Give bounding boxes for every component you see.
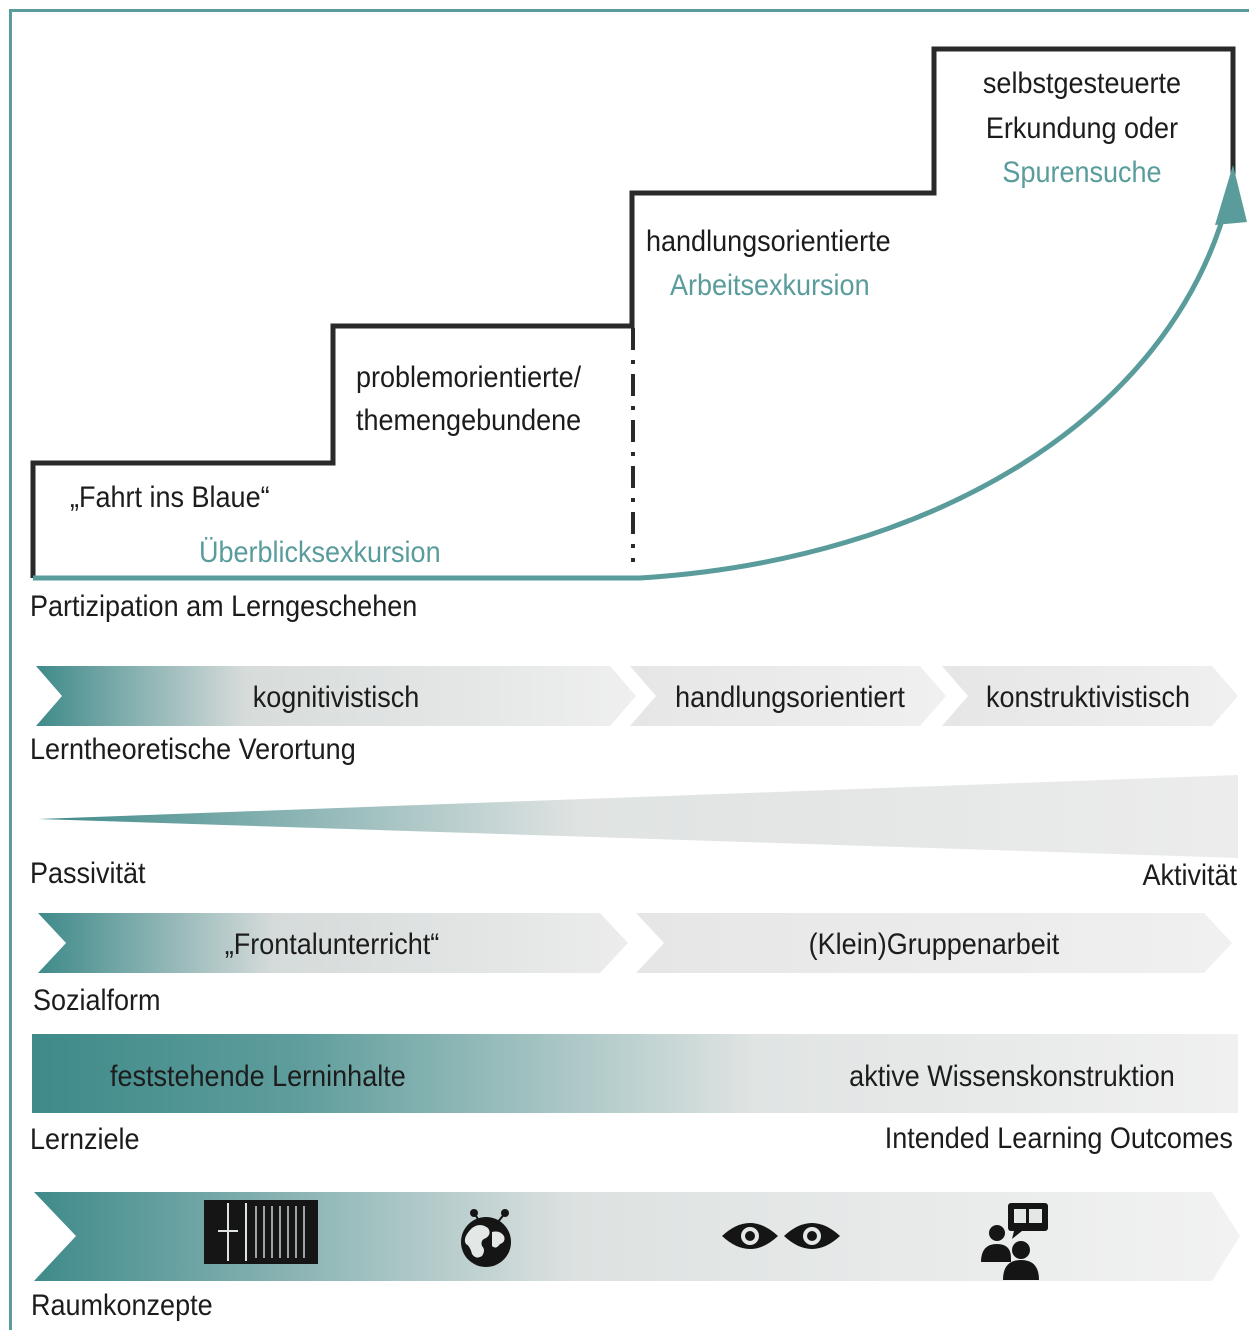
people-discussion-icon — [981, 1203, 1048, 1280]
participation-curve — [33, 199, 1231, 581]
step2-line1: problemorientierte/ — [356, 361, 582, 394]
chevron-gruppenarbeit — [636, 913, 1232, 973]
learning-goals-bar — [32, 1034, 1238, 1113]
space-concepts-arrow — [34, 1192, 1240, 1281]
goals-right-label: Intended Learning Outcomes — [884, 1122, 1233, 1155]
social-gruppenarbeit: (Klein)Gruppenarbeit — [808, 928, 1060, 961]
theory-handlungsorientiert: handlungsorientiert — [675, 681, 905, 714]
step4-line1: selbstgesteuerte — [982, 67, 1182, 100]
goals-right-text: aktive Wissenskonstruktion — [849, 1060, 1175, 1093]
step3-line1: handlungsorientierte — [646, 225, 891, 258]
frame-left-border — [9, 9, 12, 1330]
step1-title: „Fahrt ins Blaue“ — [70, 481, 270, 514]
chevron-handlungsorientiert — [630, 666, 946, 726]
theory-kognitivistisch: kognitivistisch — [252, 681, 420, 714]
chevron-frontalunterricht — [38, 913, 628, 973]
eyes-icon — [722, 1223, 840, 1249]
activity-label: Aktivität — [1142, 859, 1237, 892]
activity-wedge — [38, 775, 1238, 858]
staircase-outline — [30, 46, 1236, 578]
globe-icon — [461, 1209, 511, 1267]
space-concepts-label: Raumkonzepte — [31, 1289, 213, 1322]
chevron-konstruktivistisch — [942, 666, 1238, 726]
frame-top-border — [9, 9, 1249, 12]
step2-line2: themengebundene — [356, 404, 582, 437]
social-frontalunterricht: „Frontalunterricht“ — [224, 928, 440, 961]
goals-left-text: feststehende Lerninhalte — [110, 1060, 406, 1093]
container-icon — [204, 1200, 318, 1264]
participation-axis-label: Partizipation am Lerngeschehen — [30, 590, 418, 623]
learning-theory-label: Lerntheoretische Verortung — [30, 733, 356, 766]
step4-line2: Erkundung oder — [985, 112, 1179, 145]
goals-left-label: Lernziele — [30, 1123, 140, 1156]
social-form-label: Sozialform — [33, 984, 161, 1017]
theory-konstruktivistisch: konstruktivistisch — [985, 681, 1191, 714]
step1-excursion-type: Überblicksexkursion — [199, 536, 441, 569]
step4-excursion-type: Spurensuche — [1002, 156, 1162, 189]
chevron-kognitivistisch — [36, 666, 636, 726]
curve-arrowhead — [1215, 165, 1247, 225]
step3-excursion-type: Arbeitsexkursion — [670, 269, 870, 302]
passivity-label: Passivität — [30, 857, 146, 890]
